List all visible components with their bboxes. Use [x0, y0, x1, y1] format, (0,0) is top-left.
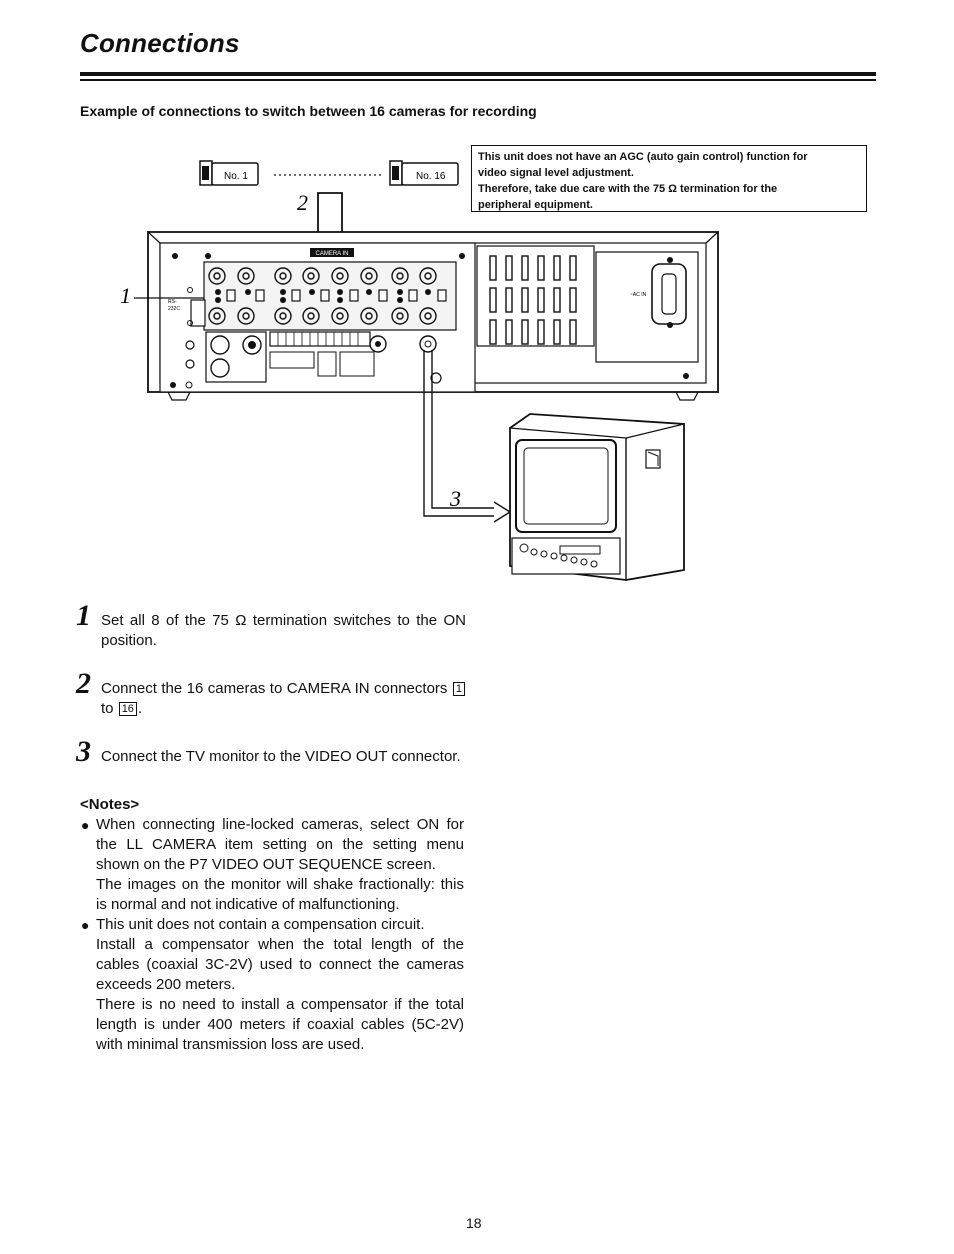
note-line-4: peripheral equipment. — [478, 198, 593, 211]
ac-in-label: ~AC IN — [630, 292, 647, 298]
video-cable — [423, 350, 496, 517]
camera-no16-icon: No. 16 — [389, 160, 459, 186]
note-paragraph: There is no need to install a compensato… — [96, 996, 464, 1053]
note-line-1: This unit does not have an AGC (auto gai… — [478, 151, 808, 163]
step-text: Connect the TV monitor to the VIDEO OUT … — [101, 748, 461, 765]
camera-no1-icon: No. 1 — [199, 160, 259, 186]
title-rule-thin — [80, 79, 876, 81]
step-number: 3 — [76, 735, 91, 768]
note-paragraph: When connecting line-locked cameras, sel… — [96, 816, 464, 873]
tv-monitor-icon — [509, 413, 685, 581]
note-paragraph: Install a compensator when the total len… — [96, 936, 464, 993]
instruction-steps: 1 Set all 8 of the 75 Ω termination swit… — [76, 601, 466, 1055]
step-text-to: to — [101, 700, 114, 717]
section-subtitle: Example of connections to switch between… — [80, 103, 537, 119]
camera-in-panel-label: CAMERA IN — [315, 251, 348, 257]
note-paragraph: This unit does not contain a compensatio… — [96, 916, 425, 933]
page-number: 18 — [466, 1215, 482, 1231]
page-title: Connections — [80, 28, 240, 58]
step-2: 2 Connect the 16 cameras to CAMERA IN co… — [76, 669, 466, 719]
step-1: 1 Set all 8 of the 75 Ω termination swit… — [76, 601, 466, 651]
step-text: Connect the 16 cameras to CAMERA IN conn… — [101, 680, 448, 697]
note-line-2: video signal level adjustment. — [478, 166, 634, 179]
connector-box-1: 1 — [452, 682, 465, 696]
callout-3: 3 — [449, 486, 461, 511]
title-rule — [80, 72, 876, 76]
note-item-2: ● This unit does not contain a compensat… — [76, 915, 464, 1055]
note-line-3: Therefore, take due care with the 75 Ω t… — [478, 182, 778, 195]
recorder-rear-panel: CAMERA IN — [147, 231, 719, 401]
camera-no1-label: No. 1 — [224, 171, 248, 182]
connector-box-16: 16 — [118, 702, 137, 716]
connection-diagram: No. 1 No. 16 2 CAMERA IN — [120, 160, 719, 581]
svg-text:232C: 232C — [168, 306, 180, 312]
note-paragraph: The images on the monitor will shake fra… — [96, 876, 464, 913]
notes-heading: <Notes> — [80, 796, 140, 813]
step-number: 1 — [76, 599, 91, 632]
callout-1: 1 — [120, 283, 131, 308]
camera-no16-label: No. 16 — [416, 171, 446, 182]
note-item-1: ● When connecting line-locked cameras, s… — [76, 815, 464, 915]
step-text-end: . — [137, 700, 143, 717]
step-3: 3 Connect the TV monitor to the VIDEO OU… — [76, 737, 466, 767]
callout-2: 2 — [297, 190, 308, 215]
termination-note-box: This unit does not have an AGC (auto gai… — [471, 145, 867, 212]
svg-text:RS-: RS- — [168, 299, 177, 305]
bullet-icon: ● — [81, 917, 90, 933]
step-text: Set all 8 of the 75 Ω termination switch… — [101, 612, 466, 649]
step-number: 2 — [76, 667, 91, 700]
bullet-icon: ● — [81, 817, 90, 833]
